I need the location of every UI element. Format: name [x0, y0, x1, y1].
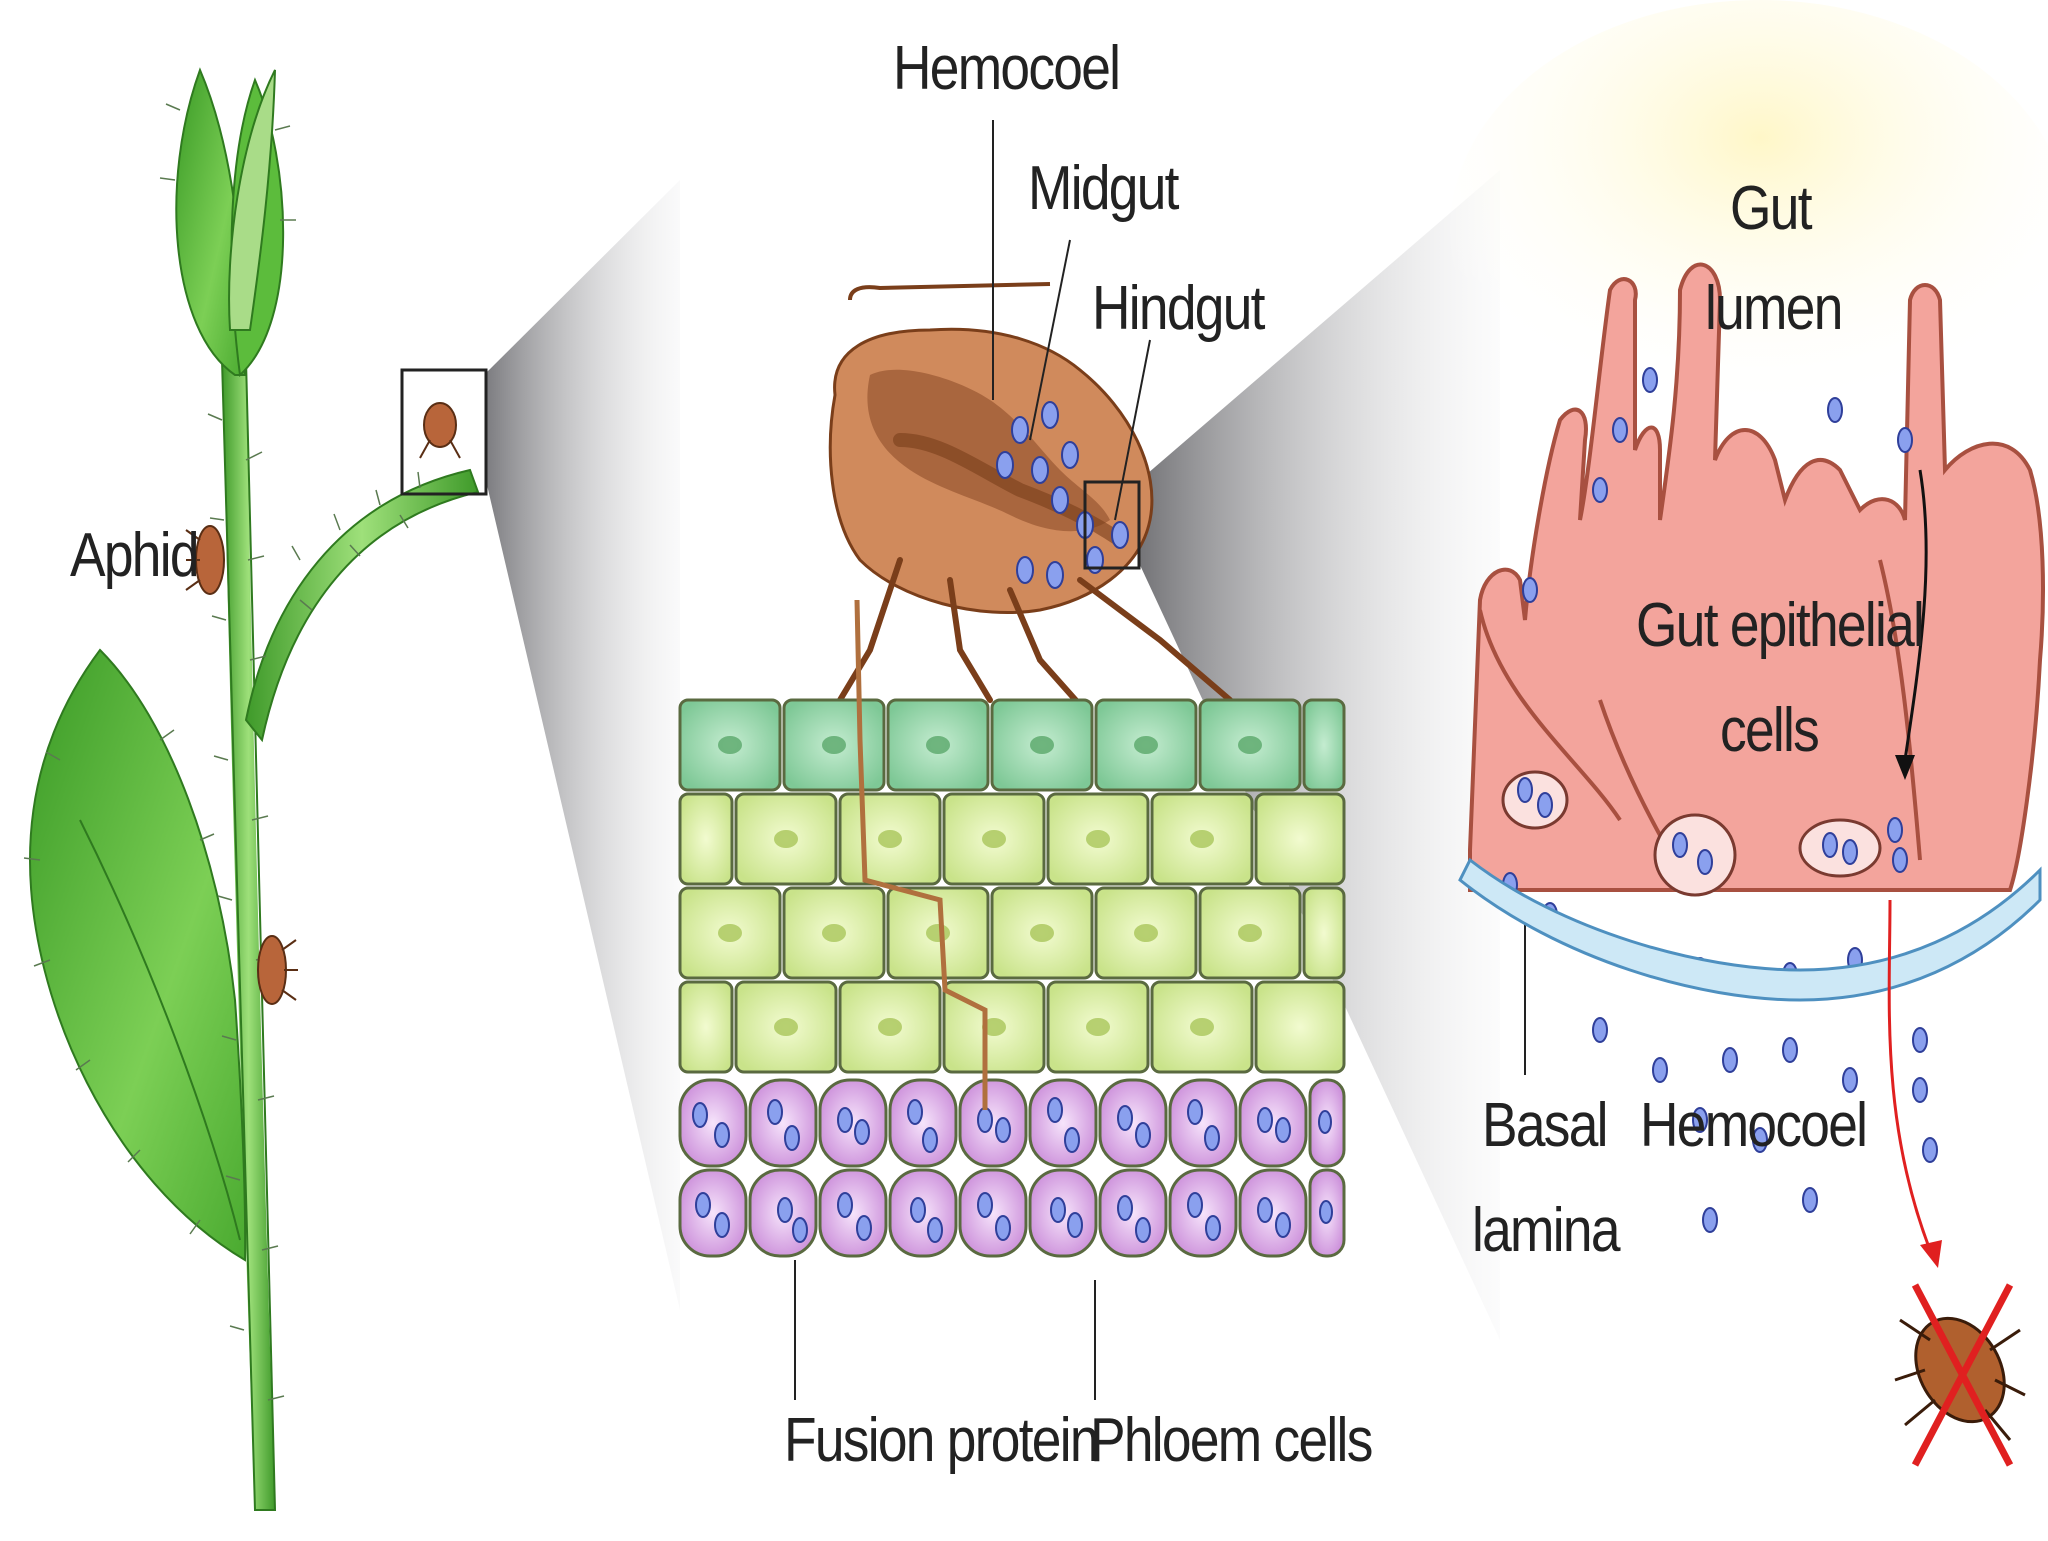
basal-lamina — [1458, 857, 2042, 1002]
label-gut-epithelial-1: Gut epithelial — [1636, 591, 1925, 660]
label-hemocoel-bottom: Hemocoel — [1640, 1091, 1868, 1160]
plant-stem — [220, 359, 277, 1511]
label-aphid: Aphid — [70, 521, 199, 590]
aphid-on-stem-2 — [257, 935, 298, 1005]
mesophyll-nuclei — [718, 830, 1262, 1036]
plant-hairs — [23, 103, 421, 1401]
midgut-particles — [996, 401, 1129, 589]
label-hindgut: Hindgut — [1092, 274, 1265, 343]
cell-nuclei — [718, 736, 1262, 754]
zoom-wedge-1 — [487, 180, 680, 1310]
label-basal-2: lamina — [1472, 1196, 1620, 1265]
label-gut-epithelial-2: cells — [1720, 696, 1820, 765]
toxin-arrow — [1887, 899, 1932, 1251]
dead-aphid — [1894, 1283, 2026, 1467]
plant — [23, 67, 480, 1511]
leader-lines-middle — [794, 120, 1526, 1400]
gut-epithelium — [1468, 262, 2045, 892]
aphid-in-box — [419, 402, 461, 459]
plant-leaf-vein — [79, 819, 241, 1241]
phloem-particles — [692, 1097, 1333, 1243]
label-hemocoel-top: Hemocoel — [893, 34, 1121, 103]
aphid-on-stem-1 — [185, 525, 225, 595]
aphid-stylet — [854, 599, 988, 1110]
toxin-arrowhead — [1920, 1240, 1942, 1268]
transcytosis-arrowhead — [1895, 755, 1915, 780]
zoom-box-plant — [400, 368, 488, 496]
gut-lumen-glow — [1450, 0, 2048, 460]
transcytosis-arrow — [1903, 469, 1928, 761]
label-gut-lumen-1: Gut — [1730, 174, 1813, 243]
label-gut-lumen-2: lumen — [1705, 274, 1843, 343]
mesophyll-rows — [678, 792, 1346, 1074]
plant-branch — [244, 468, 480, 743]
tissue-block — [678, 698, 1346, 1258]
plant-bud-3 — [228, 69, 276, 331]
label-fusion-protein: Fusion protein — [784, 1406, 1100, 1475]
zoom-box-hindgut — [1083, 480, 1141, 570]
plant-leaf — [28, 648, 247, 1262]
aphid-body-large — [828, 282, 1233, 708]
label-midgut: Midgut — [1028, 154, 1179, 223]
label-basal-1: Basal — [1482, 1091, 1609, 1160]
label-phloem-cells: Phloem cells — [1090, 1406, 1373, 1475]
